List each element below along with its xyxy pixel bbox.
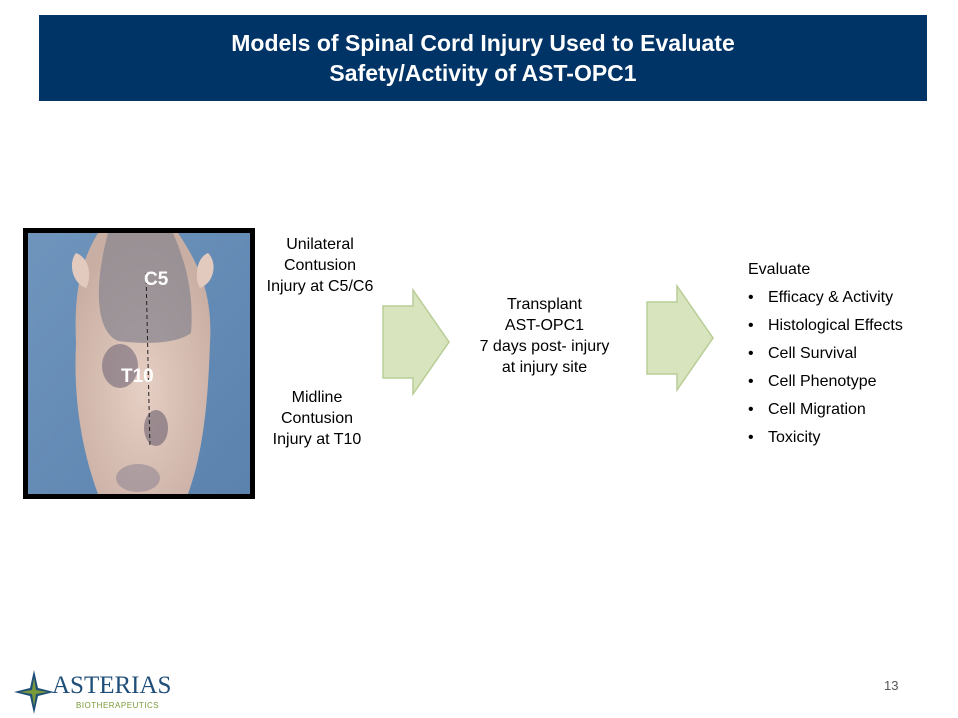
rat-photo: C5 T10: [23, 228, 255, 499]
logo-subtitle: BIOTHERAPEUTICS: [76, 701, 160, 710]
list-item: Efficacy & Activity: [748, 284, 903, 312]
midline-injury-label: Midline Contusion Injury at T10: [272, 389, 362, 448]
transplant-label: Transplant AST-OPC1 7 days post- injury …: [479, 296, 610, 376]
slide-title-line-1: Models of Spinal Cord Injury Used to Eva…: [231, 30, 735, 56]
list-item: Cell Migration: [748, 396, 903, 424]
star-logo-icon: [14, 670, 54, 714]
unilateral-injury-label: Unilateral Contusion Injury at C5/C6: [266, 236, 374, 295]
rat-spine-image: [28, 233, 250, 494]
evaluate-items: Efficacy & Activity Histological Effects…: [748, 284, 903, 452]
list-item: Histological Effects: [748, 312, 903, 340]
page-number: 13: [884, 678, 899, 693]
asterias-logo: ASTERIAS BIOTHERAPEUTICS: [12, 668, 172, 716]
evaluate-list: Evaluate Efficacy & Activity Histologica…: [748, 256, 903, 452]
list-item: Toxicity: [748, 424, 903, 452]
logo-wordmark: ASTERIAS: [52, 672, 172, 699]
t10-label: T10: [121, 366, 154, 387]
list-item: Cell Phenotype: [748, 368, 903, 396]
slide-title-line-2: Safety/Activity of AST-OPC1: [329, 60, 637, 86]
list-item: Cell Survival: [748, 340, 903, 368]
slide-title: Models of Spinal Cord Injury Used to Eva…: [39, 15, 927, 101]
arrow-right-icon: [382, 288, 450, 396]
c5-label: C5: [144, 269, 169, 290]
arrow-right-icon: [646, 284, 714, 392]
evaluate-heading: Evaluate: [748, 261, 811, 278]
